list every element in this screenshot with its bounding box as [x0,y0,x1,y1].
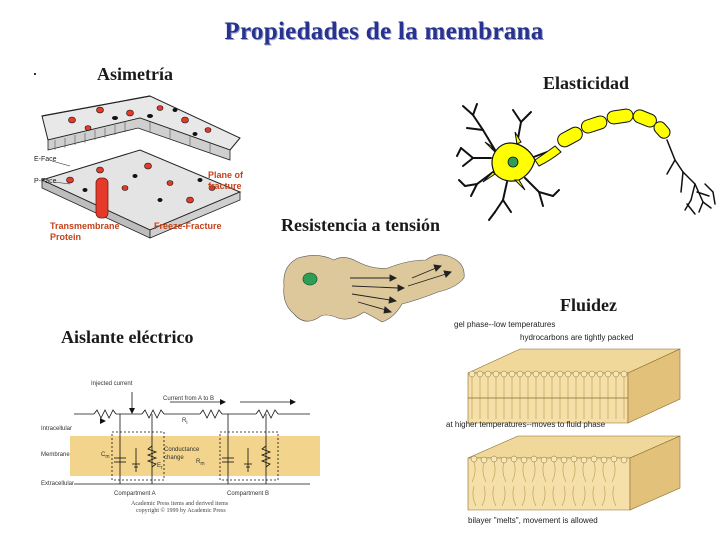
fluid-bilayer [467,435,681,511]
elasticity-heading: Elasticidad [543,73,630,93]
asymmetry-heading: Asimetría [97,64,173,84]
bilayer-melts-label: bilayer "melts", movement is allowed [468,516,598,525]
e-face-label: E-Face [34,156,57,163]
intracellular-label: Intracellular [41,426,73,432]
upper-membrane-sheet [41,95,241,161]
insulator-heading: Aislante eléctrico [61,327,194,347]
page-title: Propiedades de la membrana [224,18,544,45]
membrane-label: Membrane [41,452,70,458]
fluidity-heading: Fluidez [560,295,617,315]
extracellular-label: Extracellular [41,481,75,487]
cell-nucleus [302,272,318,286]
cm-label: Cm [101,452,110,461]
compartment-b-label: Compartment B [227,491,270,497]
er-label: Er [157,463,163,472]
cell-body [283,254,465,323]
plane-of-fracture-label: Plane of fracture [208,170,244,191]
gel-phase-label: gel phase--low temperatures [454,320,556,329]
higher-temps-label: at higher temperatures--moves to fluid p… [446,420,606,429]
tightly-packed-label: hydrocarbons are tightly packed [520,333,634,342]
ri-label: Ri [182,418,188,427]
rm-label: Rm [196,459,205,468]
neuron-nucleus [507,156,519,168]
bullet-dot [34,73,36,75]
stretched-cell-illustration [283,254,465,323]
transmembrane-protein-label: Transmembrane Protein [50,221,120,242]
freeze-fracture-label: Freeze-Fracture [154,221,222,231]
compartment-a-label: Compartment A [114,491,156,497]
copyright-line-1: Academic Press items and derived items [131,501,229,507]
gel-bilayer [467,348,681,424]
current-a-to-b-label: Current from A to B [163,396,215,402]
circuit-diagram [70,392,320,485]
freeze-fracture-diagram [40,95,242,239]
transmembrane-protein-shape [95,177,109,219]
p-face-label: P-Face [34,178,57,185]
copyright-line-2: copyright © 1999 by Academic Press [136,508,226,514]
injected-current-label: Injected current [91,381,133,387]
tension-heading: Resistencia a tensión [281,215,440,235]
neuron-illustration [456,103,716,221]
conductance-change-label: Conductance change [164,447,200,461]
